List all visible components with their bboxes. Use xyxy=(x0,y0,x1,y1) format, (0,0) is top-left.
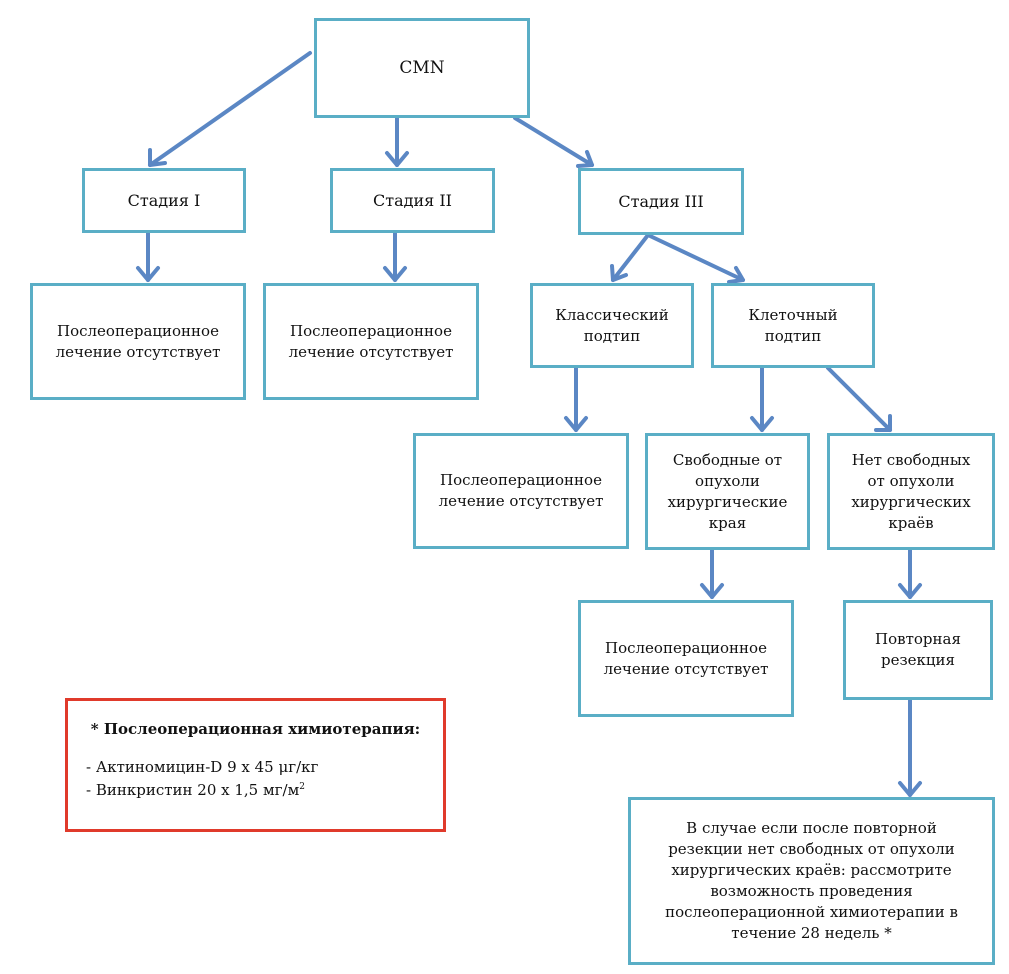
node-re-resection: Повторная резекция xyxy=(843,600,993,700)
arrow-cellular-nofree xyxy=(826,366,892,432)
arrow-stage3-cellular xyxy=(646,233,745,284)
node-no-free-margins: Нет свободных от опухоли хирургических к… xyxy=(827,433,995,550)
node-cellular-subtype: Клеточный подтип xyxy=(711,283,875,368)
arrow-nofree-reresection xyxy=(898,548,922,599)
arrow-stage2-out xyxy=(383,231,407,282)
arrow-free-out xyxy=(700,548,724,599)
node-stage-1: Стадия I xyxy=(82,168,246,233)
node-no-treatment-classic: Послеоперационное лечение отсутствует xyxy=(413,433,629,549)
note-title: * Послеоперационная химиотерапия: xyxy=(90,720,421,738)
note-line-vincristine-text: - Винкристин 20 x 1,5 мг/м xyxy=(86,781,300,799)
node-no-treatment-free-margins: Послеоперационное лечение отсутствует xyxy=(578,600,794,717)
node-consider-chemotherapy: В случае если после повторной резекции н… xyxy=(628,797,995,965)
arrow-root-stage1 xyxy=(148,51,312,167)
chemotherapy-note: * Послеоперационная химиотерапия: - Акти… xyxy=(65,698,446,832)
arrow-stage1-out xyxy=(136,231,160,282)
note-line-vincristine: - Винкристин 20 x 1,5 мг/м2 xyxy=(86,777,425,800)
arrow-root-stage2 xyxy=(385,116,409,167)
node-free-margins: Свободные от опухоли хирургические края xyxy=(645,433,810,550)
node-stage-3: Стадия III xyxy=(578,168,744,235)
arrow-stage3-classic xyxy=(610,233,650,282)
arrow-root-stage3 xyxy=(513,116,594,168)
note-line-actinomycin: - Актиномицин-D 9 x 45 μг/кг xyxy=(86,758,319,776)
note-line-vincristine-superscript: 2 xyxy=(299,782,305,792)
arrow-classic-out xyxy=(564,366,588,432)
node-classic-subtype: Классический подтип xyxy=(530,283,694,368)
node-no-treatment-stage-1: Послеоперационное лечение отсутствует xyxy=(30,283,246,400)
arrow-reresection-chemo xyxy=(898,698,922,797)
node-no-treatment-stage-2: Послеоперационное лечение отсутствует xyxy=(263,283,479,400)
node-stage-2: Стадия II xyxy=(330,168,495,233)
node-cmn: CMN xyxy=(314,18,530,118)
arrow-cellular-free xyxy=(750,366,774,432)
